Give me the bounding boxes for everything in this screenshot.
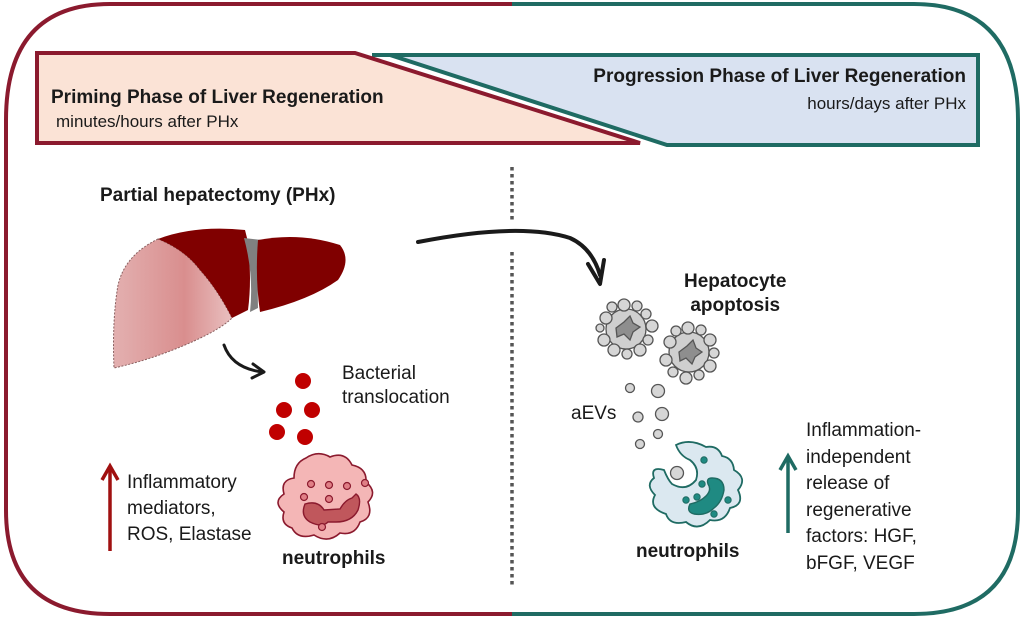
increase-arrow-right-icon	[778, 452, 798, 533]
liver-icon	[113, 228, 346, 369]
left-effect-line: ROS, Elastase	[127, 524, 252, 545]
progression-phase-title: Progression Phase of Liver Regeneration	[593, 66, 966, 87]
left-effect-line: Inflammatory	[127, 472, 237, 493]
neutrophil-right-icon	[648, 441, 744, 528]
neutrophil-left-icon	[277, 452, 374, 540]
increase-arrow-left-icon	[100, 462, 120, 551]
liver-middle-lobe	[158, 228, 250, 318]
right-cell-label: neutrophils	[636, 541, 740, 562]
progression-arrow	[416, 228, 606, 286]
liver-right-lobe	[256, 236, 346, 312]
right-effect-line: bFGF, VEGF	[806, 552, 915, 574]
priming-phase-subtitle: minutes/hours after PHx	[56, 112, 239, 131]
priming-banner	[35, 51, 641, 145]
frame-right	[512, 2, 1020, 616]
left-effect-line: mediators,	[127, 498, 216, 519]
bacteria-label-line1: Bacterial	[342, 363, 416, 384]
right-effect-label: Inflammation- independent release of reg…	[806, 418, 921, 577]
event-label-line1: Hepatocyte	[684, 271, 787, 292]
vesicle-label: aEVs	[571, 403, 617, 424]
frame-left	[4, 2, 512, 616]
bacteria-arrow	[222, 343, 266, 380]
progression-phase-subtitle: hours/days after PHx	[807, 94, 966, 113]
left-effect-label: Inflammatory mediators, ROS, Elastase	[127, 470, 252, 548]
procedure-label: Partial hepatectomy (PHx)	[100, 185, 336, 206]
right-effect-line: Inflammation-	[806, 420, 922, 441]
event-label: Hepatocyte apoptosis	[684, 270, 786, 318]
right-effect-line: independent	[806, 446, 911, 468]
bacteria-icon	[269, 373, 320, 445]
priming-phase-title: Priming Phase of Liver Regeneration	[51, 87, 384, 108]
right-effect-line: regenerative	[806, 499, 912, 521]
bacteria-label-line2: translocation	[342, 387, 450, 408]
bacteria-label: Bacterial translocation	[342, 362, 450, 410]
progression-banner	[372, 53, 980, 147]
left-cell-label: neutrophils	[282, 548, 386, 569]
right-effect-line: factors: HGF,	[806, 526, 917, 547]
apoptotic-hepatocyte-icon	[595, 298, 720, 385]
event-label-line2: apoptosis	[690, 295, 781, 316]
aevs-vesicles-icon	[624, 382, 670, 450]
right-effect-line: release of	[806, 473, 890, 494]
